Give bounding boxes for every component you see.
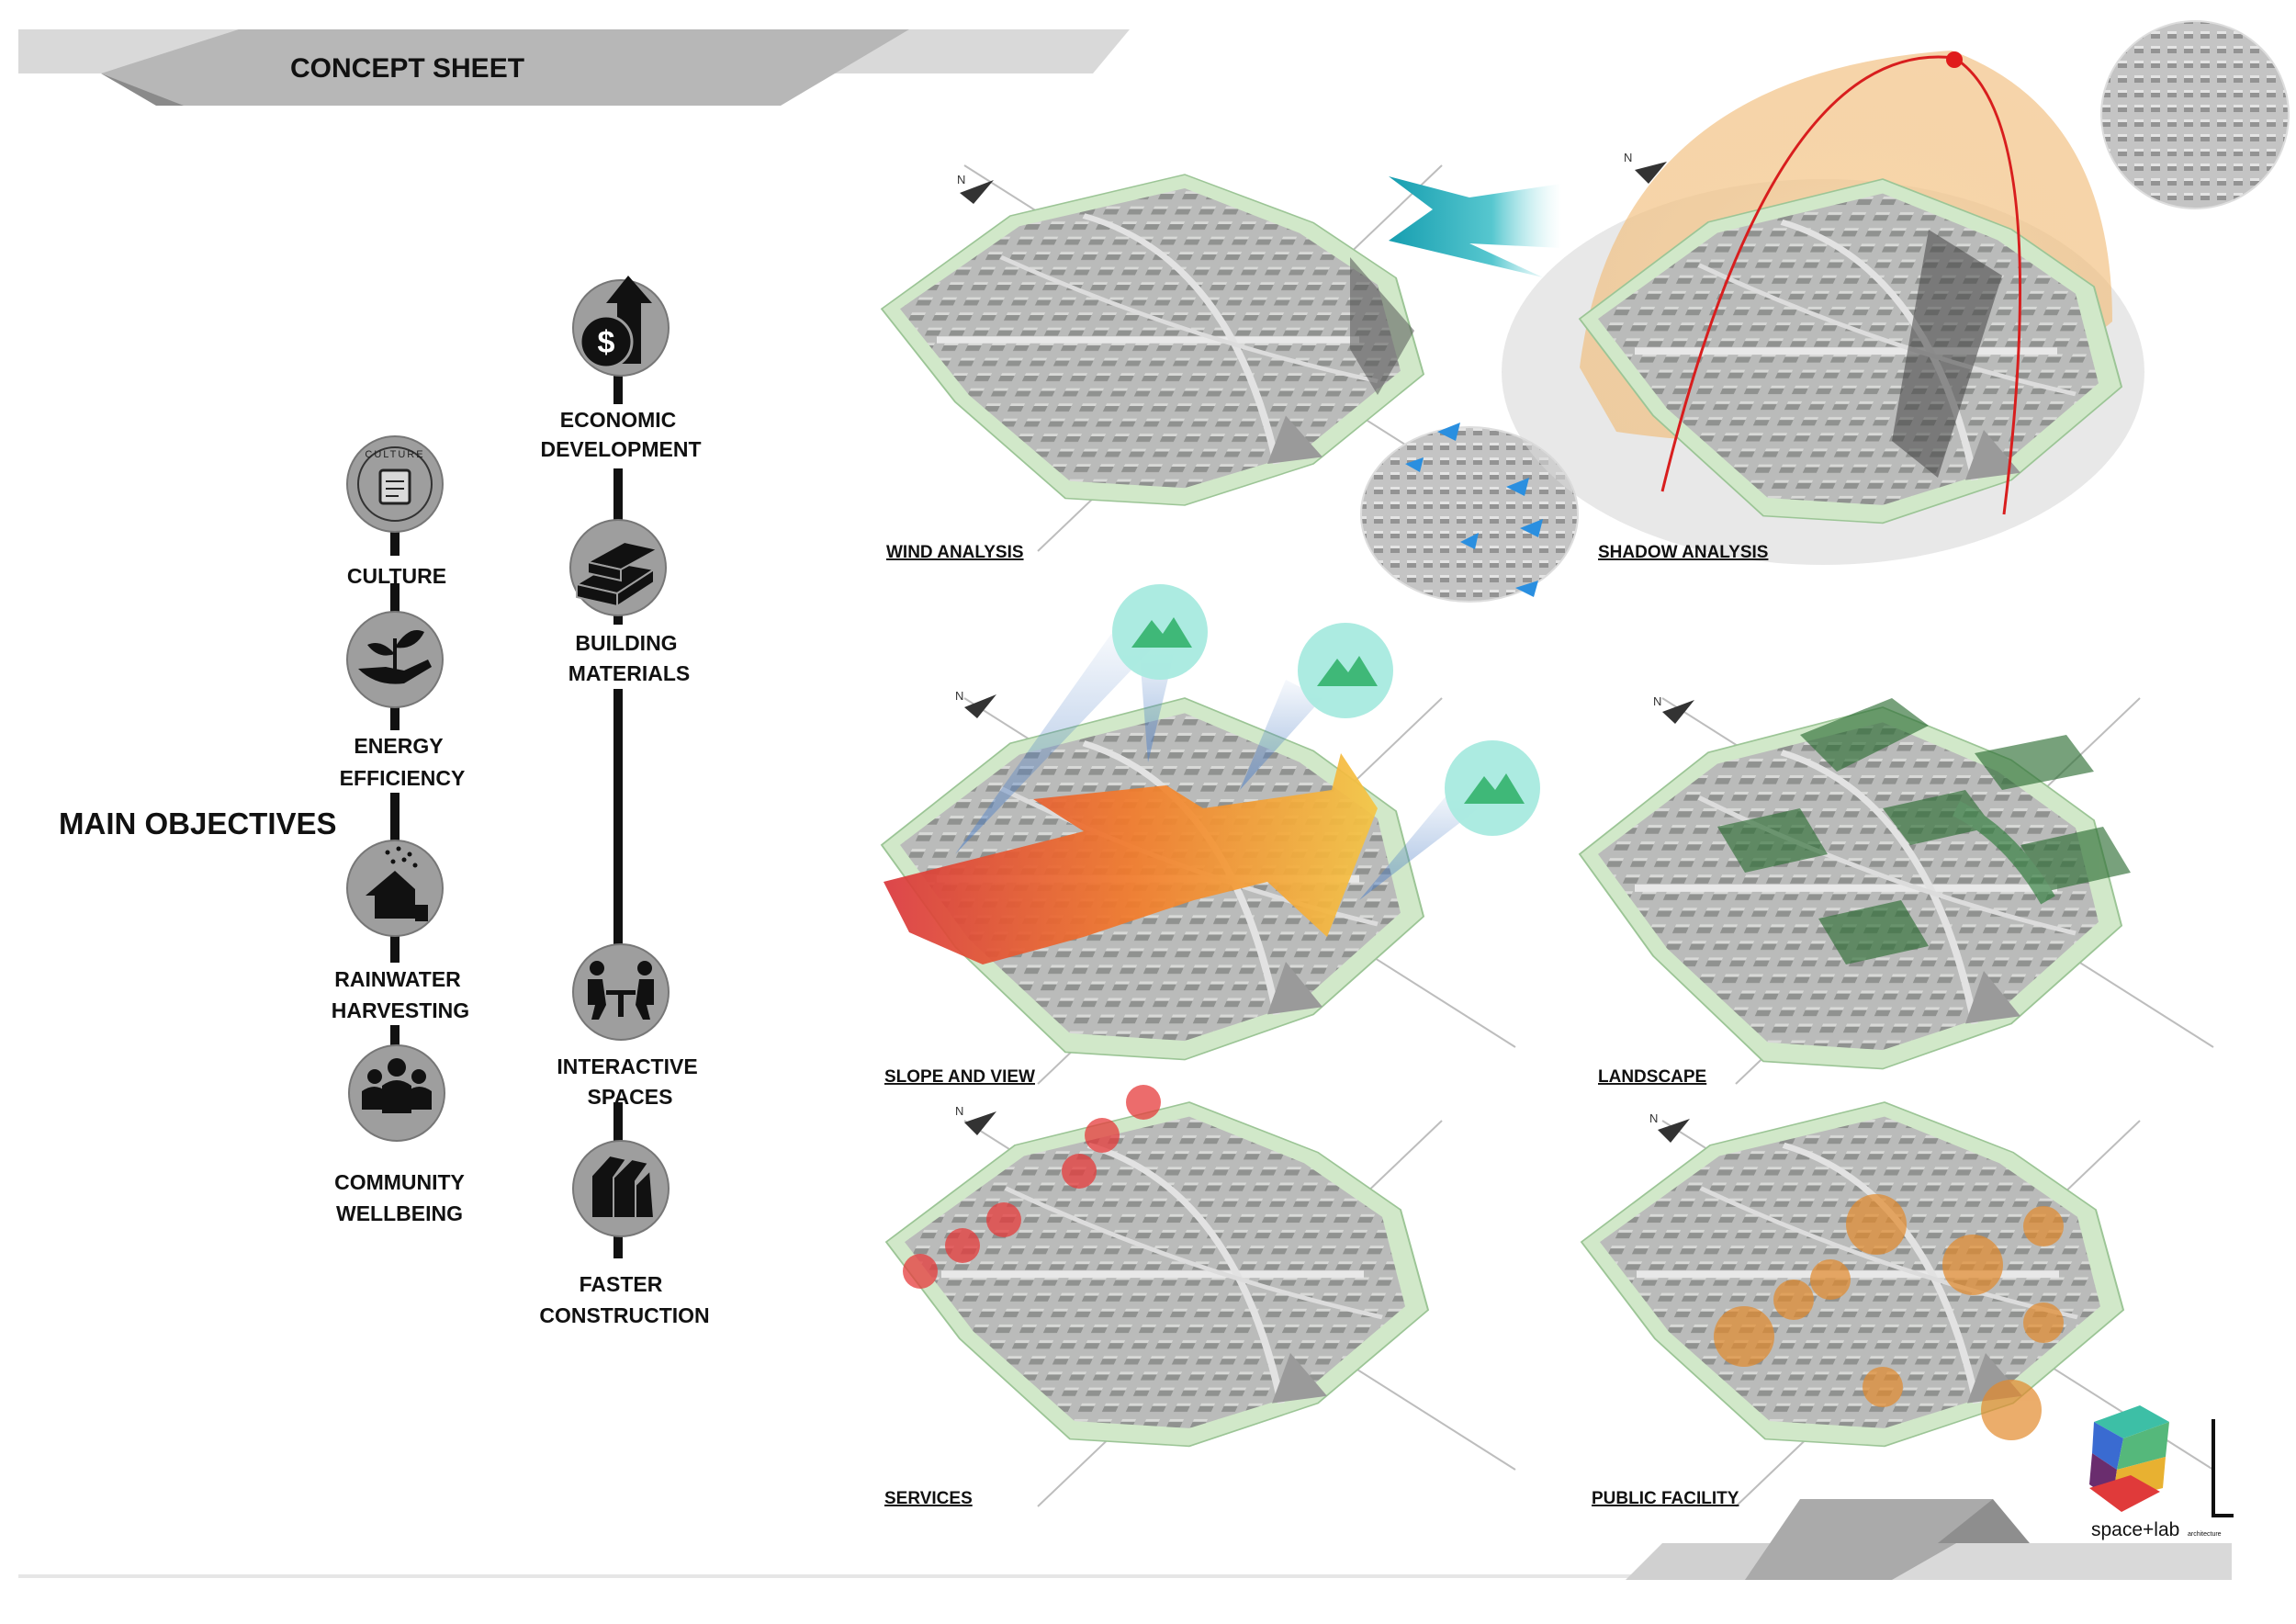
main-objectives-heading: MAIN OBJECTIVES	[59, 806, 337, 840]
panel-slope-and-view: N SLOPE AND VIEW	[882, 584, 1540, 1087]
svg-text:N: N	[955, 1104, 963, 1118]
north-arrow-icon: N	[1649, 1111, 1690, 1143]
objective-building-materials: BUILDING MATERIALS	[542, 519, 707, 689]
objective-label-line2: EFFICIENCY	[340, 766, 466, 790]
svg-text:N: N	[957, 173, 965, 186]
objective-label-line1: FASTER	[580, 1272, 663, 1296]
wind-detail-inset	[1360, 423, 1579, 603]
logo-brand: space+lab	[2091, 1519, 2179, 1540]
header-banner: CONCEPT SHEET	[18, 29, 1130, 106]
svg-text:$: $	[598, 325, 615, 360]
north-arrow-icon: N	[1653, 694, 1694, 724]
objective-community-wellbeing: COMMUNITY WELLBEING	[312, 1044, 487, 1227]
footer-banner	[18, 1499, 2232, 1580]
analysis-label-public-facility: PUBLIC FACILITY	[1592, 1489, 1739, 1508]
svg-text:N: N	[1649, 1111, 1658, 1125]
objective-culture: CULTURE CULTURE	[346, 435, 446, 588]
objective-label-line2: WELLBEING	[336, 1201, 463, 1225]
objective-label-line1: INTERACTIVE	[557, 1054, 697, 1078]
objectives-right-column: $ ECONOMIC DEVELOPMENT BUILDING MATERIAL…	[523, 276, 735, 1327]
svg-text:N: N	[1653, 694, 1661, 708]
objective-faster-construction: FASTER CONSTRUCTION	[523, 1140, 735, 1327]
north-arrow-icon: N	[955, 1104, 996, 1135]
objective-label-line1: COMMUNITY	[334, 1170, 465, 1194]
rain-house-icon	[366, 846, 428, 921]
objectives-left-column: CULTURE CULTURE ENERGY EFFICIENCY	[312, 435, 487, 1227]
analysis-label-services: SERVICES	[884, 1489, 973, 1508]
analysis-label-wind: WIND ANALYSIS	[886, 543, 1024, 562]
objective-label-line2: DEVELOPMENT	[540, 437, 701, 461]
objective-rainwater-harvesting: RAINWATER HARVESTING	[321, 840, 478, 1025]
objective-label-line2: HARVESTING	[332, 998, 469, 1022]
wind-arrow-icon	[1389, 176, 1561, 277]
objective-label-line1: ECONOMIC	[560, 408, 677, 432]
svg-text:N: N	[955, 689, 963, 703]
view-mountain-icon-2	[1298, 623, 1393, 718]
objective-label-line1: RAINWATER	[334, 967, 461, 991]
north-arrow-icon: N	[957, 173, 994, 204]
panel-landscape: N LANDSCAPE	[1580, 694, 2214, 1087]
objective-label-line2: MATERIALS	[568, 661, 690, 685]
people-group-icon	[362, 1058, 432, 1113]
panel-services: N SERVICES	[884, 1085, 1516, 1508]
sheet-title: CONCEPT SHEET	[290, 53, 524, 84]
brick-wall-icon	[574, 540, 660, 608]
view-mountain-icon-1	[1112, 584, 1208, 680]
slope-arrow-icon	[884, 753, 1378, 964]
north-arrow-icon: N	[1624, 151, 1667, 184]
dollar-growth-icon: $	[579, 276, 652, 369]
objective-label-line1: CULTURE	[347, 564, 446, 588]
analysis-label-slope: SLOPE AND VIEW	[884, 1067, 1035, 1087]
logo-sub: architecture	[2188, 1531, 2222, 1538]
objective-label-line2: CONSTRUCTION	[539, 1303, 709, 1327]
sun-position-icon	[1946, 51, 1963, 68]
landscape-green-zones	[1717, 698, 2131, 964]
north-arrow-icon: N	[955, 689, 996, 718]
objective-label-line1: BUILDING	[575, 631, 677, 655]
hand-plant-icon	[358, 630, 432, 684]
analysis-label-landscape: LANDSCAPE	[1598, 1067, 1706, 1087]
shadow-detail-inset	[2100, 20, 2290, 209]
objective-interactive-spaces: INTERACTIVE SPACES	[542, 943, 716, 1109]
analysis-label-shadow: SHADOW ANALYSIS	[1598, 543, 1768, 562]
view-mountain-icon-3	[1445, 740, 1540, 836]
people-table-icon	[588, 961, 654, 1020]
culture-scroll-icon: CULTURE	[357, 446, 433, 522]
panel-shadow-analysis: N SHADOW ANALYSIS	[1502, 20, 2290, 565]
fast-building-icon	[591, 1154, 656, 1219]
objective-energy-efficiency: ENERGY EFFICIENCY	[312, 611, 478, 793]
objective-label-line2: SPACES	[588, 1085, 673, 1109]
culture-badge-text: CULTURE	[365, 449, 424, 460]
objective-economic-development: $ ECONOMIC DEVELOPMENT	[523, 276, 716, 468]
service-points	[903, 1085, 1161, 1289]
space-lab-logo: space+lab architecture	[2089, 1405, 2234, 1540]
panel-wind-analysis: N WIND ANALYSIS	[882, 164, 1579, 603]
panel-public-facility: N PUBLIC FACILITY	[1581, 1102, 2214, 1508]
svg-text:N: N	[1624, 151, 1632, 164]
facility-points	[1714, 1194, 2064, 1440]
objective-label-line1: ENERGY	[354, 734, 443, 758]
